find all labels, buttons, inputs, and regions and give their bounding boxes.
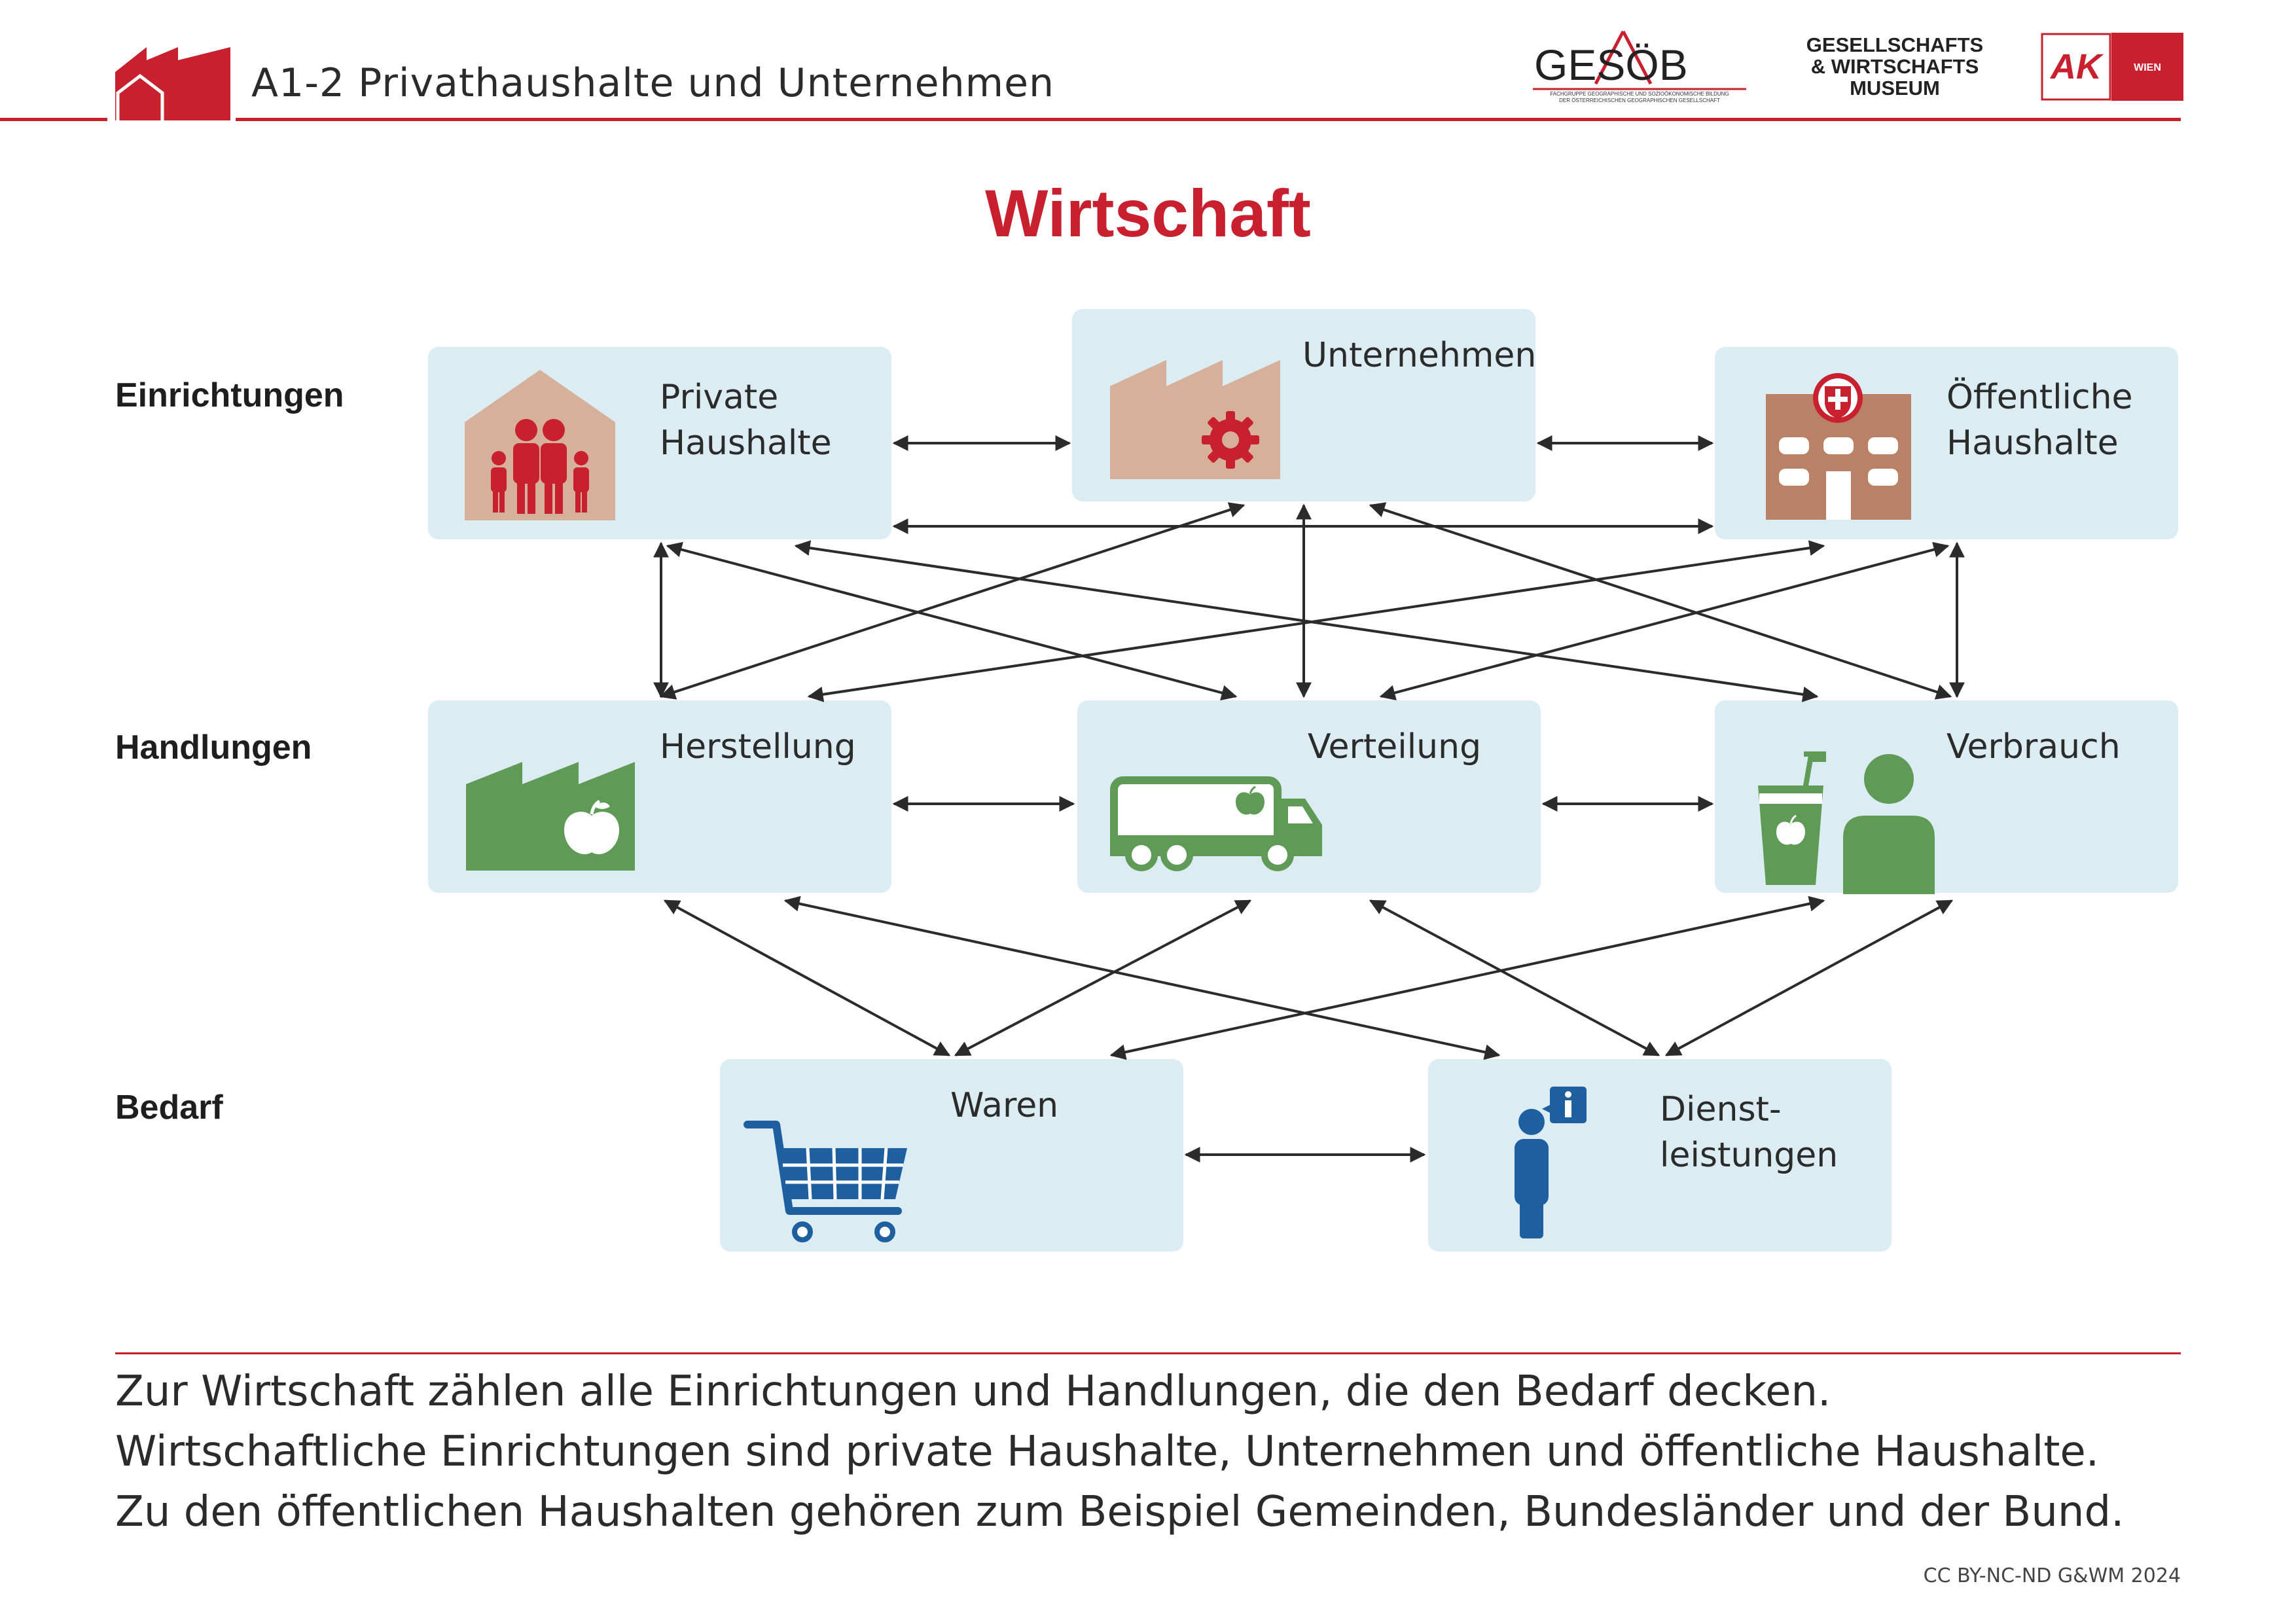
waren-label: Waren [950,1086,1059,1125]
dienstleistungen-label-2: leistungen [1660,1136,1839,1175]
arrow-unternehmen-herstellung [659,502,1246,700]
gesoeb-subtitle-2: DER ÖSTERREICHISCHEN GEOGRAPHISCHEN GESE… [1559,98,1720,103]
arrow-verbrauch-dienstleistungen [1664,899,1954,1056]
page-header-title: A1-2 Privathaushalte und Unternehmen [251,60,1055,106]
verteilung-label: Verteilung [1308,727,1482,767]
dienstleistungen-label-1: Dienst- [1660,1090,1782,1129]
caption-line-3: Zu den öffentlichen Haushalten gehören z… [115,1488,2125,1536]
verbrauch-label: Verbrauch [1946,727,2121,767]
gear-icon [1202,411,1259,469]
factory-apple-icon [466,762,635,871]
unternehmen-label: Unternehmen [1302,336,1537,375]
box-herstellung: Herstellung [428,700,891,893]
museum-logo: GESELLSCHAFTS & WIRTSCHAFTS MUSEUM [1800,34,1990,99]
diagram-title: Wirtschaft [985,176,1311,251]
museum-logo-line-1: GESELLSCHAFTS [1806,33,1984,56]
gesoeb-logo: GESÖB FACHGRUPPE GEOGRAPHISCHE UND SOZIO… [1525,26,1754,105]
herstellung-label: Herstellung [660,727,856,767]
box-unternehmen: Unternehmen [1072,309,1537,501]
private-haushalte-label-1: Private [660,378,779,417]
house-family-icon [465,370,615,520]
arrow-herstellung-waren [663,899,951,1056]
private-haushalte-label-2: Haushalte [660,424,832,463]
arrow-unternehmen-verbrauch [1369,502,1952,700]
factory-gear-icon [1110,360,1280,479]
person-icon [1843,754,1935,894]
public-building-icon [1766,373,1911,520]
delivery-truck-icon [1110,776,1322,871]
oeffentliche-haushalte-label-2: Haushalte [1946,424,2119,463]
person-icon [1515,1109,1549,1238]
arrow-verteilung-waren [954,899,1252,1056]
license-credit: CC BY-NC-ND G&WM 2024 [1923,1564,2181,1587]
row-label-bedarf: Bedarf [115,1089,223,1127]
shopping-cart-icon [744,1121,907,1242]
wien-logo-text: WIEN [2134,62,2161,73]
person-info-icon [1515,1087,1587,1238]
caption-line-2: Wirtschaftliche Einrichtungen sind priva… [115,1428,2100,1476]
ak-logo-text: AK [2049,47,2104,86]
header-rule-right [236,118,2181,121]
ak-wien-logo: AK WIEN [2041,33,2183,101]
row-label-einrichtungen: Einrichtungen [115,376,344,414]
box-verteilung: Verteilung [1077,700,1541,893]
gesoeb-logo-text: GESÖB [1534,41,1688,89]
box-dienstleistungen: Dienst- leistungen [1428,1059,1892,1252]
arrow-verbrauch-waren [1109,895,1825,1060]
box-verbrauch: Verbrauch [1715,700,2178,894]
wheel-icon [1125,839,1294,871]
footer-rule [115,1352,2181,1354]
box-waren: Waren [720,1059,1183,1252]
header-rule-left [0,118,107,121]
apple-icon [564,799,619,854]
consumer-drink-icon [1758,751,1935,894]
caption-line-1: Zur Wirtschaft zählen alle Einrichtungen… [115,1367,1831,1416]
row-label-handlungen: Handlungen [115,729,312,767]
apple-icon [1776,814,1805,845]
oeffentliche-haushalte-label-1: Öffentliche [1946,378,2133,417]
caption: Zur Wirtschaft zählen alle Einrichtungen… [115,1362,2124,1542]
museum-logo-line-2: & WIRTSCHAFTS [1810,55,1979,78]
museum-logo-line-3: MUSEUM [1850,77,1940,99]
gesoeb-subtitle-1: FACHGRUPPE GEOGRAPHISCHE UND SOZIOÖKONOM… [1550,91,1729,97]
arrow-verteilung-dienstleistungen [1369,899,1660,1056]
header-factory-logo [115,47,230,120]
arrow-herstellung-dienstleistungen [783,895,1501,1060]
info-icon [1542,1087,1587,1123]
